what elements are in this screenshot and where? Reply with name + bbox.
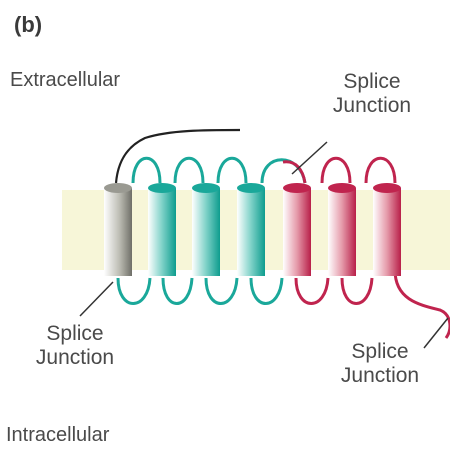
junction-word: Junction [318, 364, 442, 388]
loop-int-4 [251, 278, 282, 304]
junction-word: Junction [10, 346, 140, 370]
splice-pointer-left [80, 282, 113, 316]
splice-junction-label-right: Splice Junction [318, 340, 442, 388]
intracellular-label: Intracellular [6, 425, 109, 445]
extracellular-label: Extracellular [10, 70, 120, 90]
helix-1 [104, 183, 132, 276]
loop-int-1 [118, 278, 150, 304]
helix-5 [283, 183, 311, 276]
loop-ext-5 [322, 158, 350, 183]
loop-ext-3 [218, 158, 246, 183]
loop-ext-1 [133, 158, 160, 183]
loop-int-3 [206, 278, 237, 304]
helix-2 [148, 183, 176, 276]
helix-3 [192, 183, 220, 276]
helix-7 [373, 183, 401, 276]
splice-pointer-top [292, 142, 327, 174]
loop-ext-6 [366, 158, 395, 183]
splice-junction-label-top: Splice Junction [312, 70, 432, 118]
splice-word: Splice [318, 340, 442, 364]
c-terminal-tail [395, 270, 450, 338]
splice-word: Splice [312, 70, 432, 94]
junction-word: Junction [312, 94, 432, 118]
splice-junction-label-left: Splice Junction [10, 322, 140, 370]
loop-int-6 [342, 278, 372, 304]
helix-4 [237, 183, 265, 276]
helix-6 [328, 183, 356, 276]
splice-word: Splice [10, 322, 140, 346]
panel-label: (b) [14, 14, 42, 36]
loop-ext-2 [175, 158, 203, 183]
loop-int-5 [296, 278, 328, 304]
loop-int-2 [163, 278, 192, 304]
